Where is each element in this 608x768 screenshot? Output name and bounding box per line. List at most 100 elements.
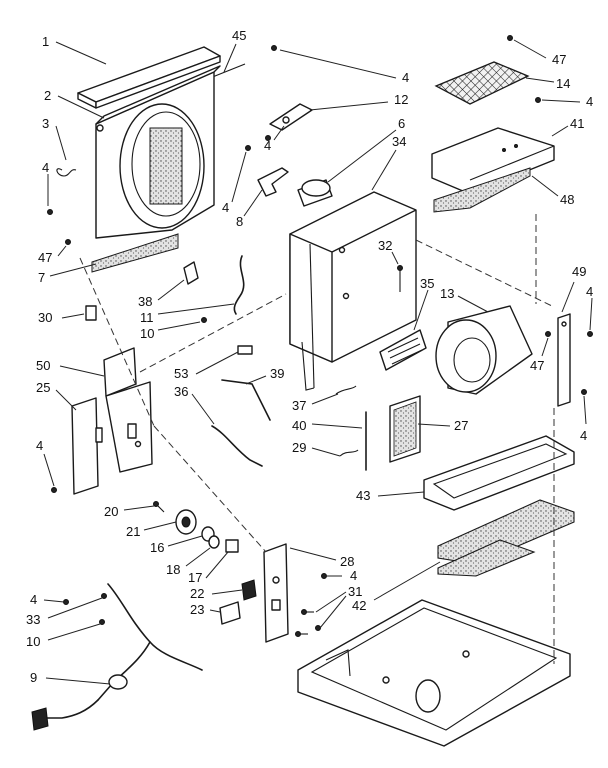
callout-label-45: 45: [232, 28, 246, 43]
callout-label-32: 32: [378, 238, 392, 253]
callout-label-27: 27: [454, 418, 468, 433]
part-29-clip: [339, 449, 359, 457]
callout-22: 22: [190, 586, 243, 601]
callout-label-35: 35: [420, 276, 434, 291]
callout-label-37: 37: [292, 398, 306, 413]
callout-35: 35: [413, 276, 434, 331]
callout-34: 34: [371, 134, 406, 191]
part-14-filter: [434, 61, 530, 105]
part-13-blower-wheel: [435, 305, 533, 395]
part-21-knob: [175, 509, 197, 535]
part-37-clip: [335, 385, 357, 395]
callout-3: 3: [42, 116, 67, 161]
callout-label-4-c: 4: [264, 138, 271, 153]
callout-41: 41: [551, 116, 584, 137]
callout-label-31: 31: [348, 584, 362, 599]
part-28-control-bracket: [263, 543, 289, 643]
callout-23: 23: [190, 602, 221, 617]
callout-label-12: 12: [394, 92, 408, 107]
callout-39: 39: [245, 366, 284, 385]
assembly-lines: [79, 214, 555, 664]
part-48-foam-strip: [433, 167, 531, 213]
callout-45: 45: [223, 28, 246, 73]
part-39-rod: [221, 379, 271, 421]
callout-47-a: 47: [38, 245, 67, 265]
callout-4-b: 4: [279, 49, 409, 85]
part-11-wire: [233, 255, 245, 315]
base-pan: [297, 599, 571, 747]
callout-4-h: 4: [36, 438, 55, 487]
callout-53: 53: [174, 351, 239, 381]
part-43-drain-pan: [423, 435, 575, 511]
callout-30: 30: [38, 310, 85, 325]
part-36-rod: [211, 425, 263, 467]
callout-label-2: 2: [44, 88, 51, 103]
part-18-spacer: [208, 535, 220, 549]
callout-4-c: 4: [264, 125, 285, 153]
callout-48: 48: [531, 175, 574, 207]
part-33-screw: [101, 593, 107, 599]
part-45-rod: [209, 63, 246, 79]
callout-label-17: 17: [188, 570, 202, 585]
callout-28: 28: [289, 547, 354, 569]
callout-label-43: 43: [356, 488, 370, 503]
part-22-switch: [241, 579, 257, 601]
callout-label-47-a: 47: [38, 250, 52, 265]
part-34-housing: [289, 191, 417, 391]
callout-18: 18: [166, 547, 211, 577]
callout-17: 17: [188, 551, 229, 585]
part-23-thermostat: [219, 601, 241, 625]
part-50-control-panel: [103, 347, 153, 473]
callout-47-b: 47: [513, 39, 566, 67]
callout-label-1: 1: [42, 34, 49, 49]
callout-label-4-e: 4: [586, 94, 593, 109]
callout-47-c: 47: [530, 337, 549, 373]
callout-4-e: 4: [541, 94, 593, 109]
callout-label-4-i: 4: [350, 568, 357, 583]
callout-4-j: 4: [30, 592, 65, 607]
part-31-screw: [295, 609, 314, 637]
callout-42: 42: [352, 561, 441, 613]
callout-37: 37: [292, 393, 339, 413]
callout-label-4-g: 4: [580, 428, 587, 443]
callout-29: 29: [292, 440, 341, 457]
callout-1: 1: [42, 34, 107, 65]
callout-21: 21: [126, 521, 177, 539]
callout-31: 31: [315, 584, 362, 629]
part-53-connector: [237, 345, 253, 355]
callout-label-8: 8: [236, 214, 243, 229]
callout-label-48: 48: [560, 192, 574, 207]
callout-label-9: 9: [30, 670, 37, 685]
part-17-bushing: [225, 539, 239, 553]
part-20-screw: [153, 501, 165, 513]
callout-label-4-f: 4: [586, 284, 593, 299]
callout-label-22: 22: [190, 586, 204, 601]
callout-label-11: 11: [140, 310, 154, 325]
callout-4-a: 4: [42, 160, 49, 206]
callout-20: 20: [104, 504, 155, 519]
callout-label-41: 41: [570, 116, 584, 131]
part-49-bracket: [557, 313, 571, 407]
callout-label-7: 7: [38, 270, 45, 285]
callout-label-21: 21: [126, 524, 140, 539]
callout-label-6: 6: [398, 116, 405, 131]
callout-13: 13: [440, 286, 489, 313]
part-41-cover: [431, 127, 555, 195]
callout-32: 32: [378, 238, 399, 265]
callout-label-49: 49: [572, 264, 586, 279]
callout-43: 43: [356, 488, 425, 503]
callout-label-47-c: 47: [530, 358, 544, 373]
callout-10-b: 10: [26, 623, 101, 649]
callout-label-13: 13: [440, 286, 454, 301]
callout-label-33: 33: [26, 612, 40, 627]
callout-9: 9: [30, 670, 111, 685]
callout-label-10-a: 10: [140, 326, 154, 341]
callout-label-25: 25: [36, 380, 50, 395]
callout-label-29: 29: [292, 440, 306, 455]
callout-label-38: 38: [138, 294, 152, 309]
part-32-screw: [397, 265, 403, 292]
callout-2: 2: [44, 88, 105, 119]
callout-50: 50: [36, 358, 105, 377]
callout-label-53: 53: [174, 366, 188, 381]
